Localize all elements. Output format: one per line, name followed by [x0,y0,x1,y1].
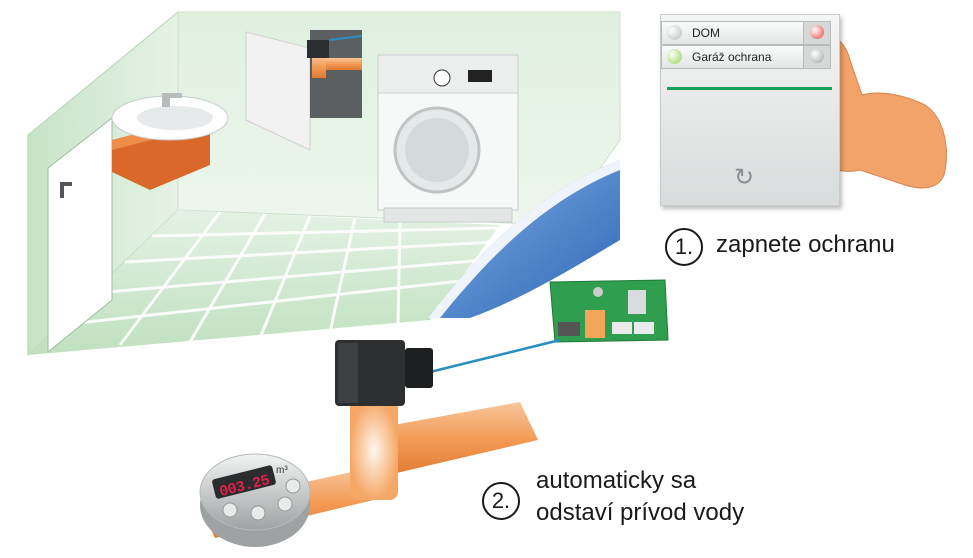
zone-toggle-button-dom[interactable] [803,21,831,45]
button-indicator [810,25,824,39]
zone-row-garage[interactable]: Garáž ochrana [661,45,831,69]
accent-divider [667,87,832,90]
door [47,116,113,354]
step-number-2: 2. [482,482,520,520]
door-handle [60,182,64,198]
step-text-2-line-1: automaticky sa [536,467,697,494]
zone-toggle-button-garage[interactable] [803,45,831,69]
step-text-1: zapnete ochranu [716,231,895,258]
meter-unit: m³ [276,465,288,476]
washing-machine [377,54,519,223]
control-panel: DOM Garáž ochrana ↻ [660,14,840,206]
zone-row-dom[interactable]: DOM [661,21,831,45]
button-indicator [810,49,824,63]
step-text-2-line-2: odstaví prívod vody [536,499,745,526]
control-board [549,279,669,343]
pipe-inset [245,30,363,151]
zone-label: DOM [692,26,720,40]
room [27,10,621,357]
water-meter [199,453,311,547]
status-lamp-dom [667,25,682,40]
step-number-1: 1. [665,228,703,266]
sink [111,93,229,190]
solenoid-valve [335,340,433,406]
status-lamp-garage [667,49,682,64]
signal-cable [429,338,561,374]
floor [28,210,500,355]
water-wave [428,160,620,318]
refresh-icon[interactable]: ↻ [733,164,755,191]
floor-tiles [59,211,501,346]
zone-label: Garáž ochrana [692,50,772,64]
